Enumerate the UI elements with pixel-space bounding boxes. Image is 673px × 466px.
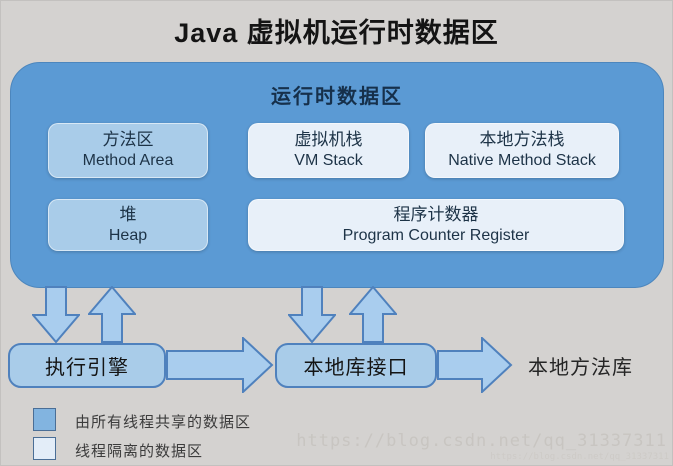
runtime-data-area-label: 运行时数据区	[271, 86, 403, 108]
watermark-url: https://blog.csdn.net/qq_31337311	[296, 431, 667, 451]
program-counter-label-zh: 程序计数器	[393, 204, 479, 224]
execution-engine-box: 执行引擎	[8, 343, 166, 388]
program-counter-label-en: Program Counter Register	[342, 226, 530, 244]
native-interface-box: 本地库接口	[275, 343, 437, 388]
program-counter-box: 程序计数器 Program Counter Register	[248, 199, 624, 251]
legend-isolated-swatch	[33, 437, 56, 460]
legend-shared-swatch	[33, 408, 56, 431]
method-area-box: 方法区 Method Area	[48, 123, 208, 178]
method-area-label-zh: 方法区	[102, 130, 154, 150]
right-arrow-icon	[437, 337, 513, 393]
down-arrow-icon	[288, 286, 336, 343]
native-library-label: 本地方法库	[528, 357, 633, 379]
up-arrow-icon	[88, 286, 136, 343]
page-title: Java 虚拟机运行时数据区	[174, 18, 499, 48]
right-arrow-icon	[166, 337, 274, 393]
execution-engine-label: 执行引擎	[45, 357, 129, 379]
heap-label-en: Heap	[108, 226, 148, 244]
vm-stack-box: 虚拟机栈 VM Stack	[248, 123, 409, 178]
native-method-stack-label-en: Native Method Stack	[448, 152, 596, 170]
method-area-label-en: Method Area	[82, 152, 174, 170]
up-arrow-icon	[349, 286, 397, 343]
watermark-url-small: https://blog.csdn.net/qq_31337311	[490, 452, 669, 462]
legend-isolated-label: 线程隔离的数据区	[75, 443, 204, 460]
native-method-stack-box: 本地方法栈 Native Method Stack	[425, 123, 619, 178]
legend-shared-label: 由所有线程共享的数据区	[75, 414, 252, 431]
vm-stack-label-en: VM Stack	[294, 152, 363, 170]
vm-stack-label-zh: 虚拟机栈	[294, 130, 363, 150]
runtime-data-area-container: 运行时数据区 方法区 Method Area 虚拟机栈 VM Stack 本地方…	[10, 62, 664, 288]
heap-box: 堆 Heap	[48, 199, 208, 251]
native-interface-label: 本地库接口	[303, 357, 409, 379]
heap-label-zh: 堆	[119, 204, 137, 224]
down-arrow-icon	[32, 286, 80, 343]
native-method-stack-label-zh: 本地方法栈	[479, 130, 565, 150]
